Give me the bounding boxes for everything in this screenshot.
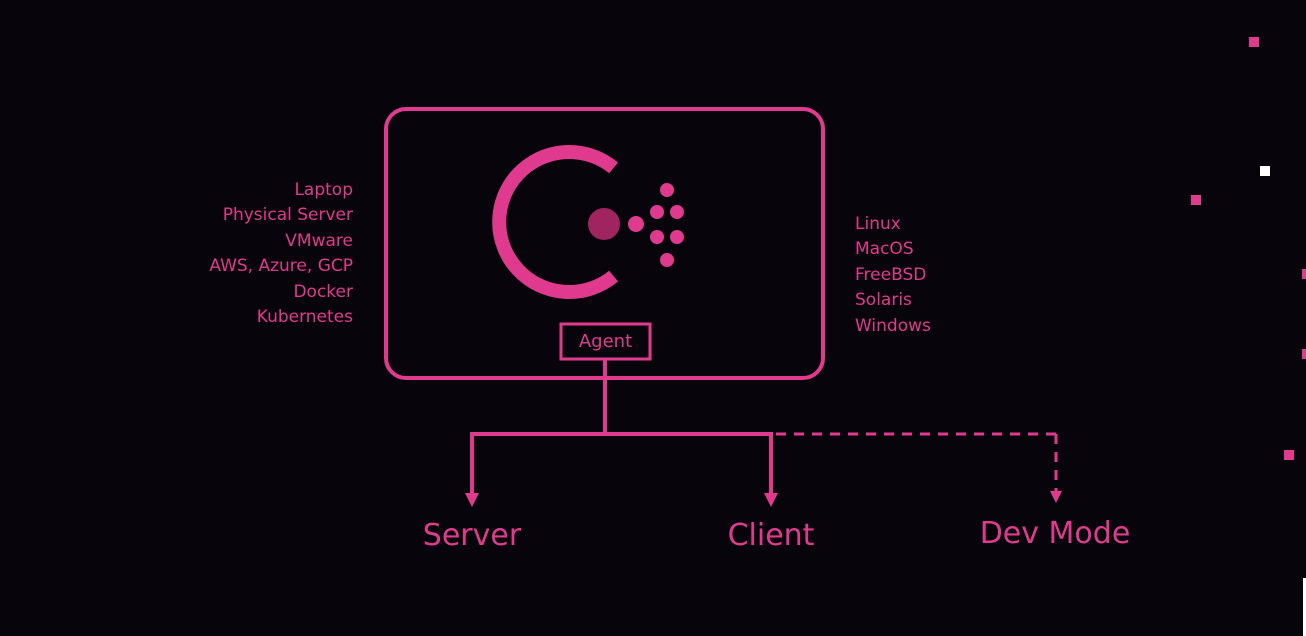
consul-logo-icon xyxy=(492,145,684,299)
server-arrowhead xyxy=(465,493,479,507)
decor-square xyxy=(1260,166,1270,176)
decor-square xyxy=(1284,450,1294,460)
os-item: Linux xyxy=(855,214,901,234)
os-item: Windows xyxy=(855,315,931,336)
os-item: Solaris xyxy=(855,290,912,311)
platform-item: AWS, Azure, GCP xyxy=(209,256,353,277)
platform-item: VMware xyxy=(285,230,353,251)
platform-list: Laptop Physical Server VMware AWS, Azure… xyxy=(150,178,353,330)
platform-item: Docker xyxy=(293,281,353,302)
decor-square xyxy=(1302,349,1306,359)
decorative-dots xyxy=(1191,37,1306,636)
platform-item: Physical Server xyxy=(222,205,353,226)
dev-mode-label: Dev Mode xyxy=(979,516,1131,551)
client-label: Client xyxy=(727,518,815,553)
agent-box xyxy=(559,322,652,361)
client-arrowhead xyxy=(764,493,778,507)
server-label: Server xyxy=(422,518,522,553)
decor-square xyxy=(1249,37,1259,47)
decor-square xyxy=(1302,269,1306,279)
decor-square xyxy=(1191,195,1201,205)
connector-lines xyxy=(470,360,773,494)
platform-item: Kubernetes xyxy=(256,307,353,328)
agent-label: Agent xyxy=(578,331,633,352)
os-list: Linux MacOS FreeBSD Solaris Windows xyxy=(855,212,1055,339)
dev-mode-connector xyxy=(776,432,1058,492)
platform-item: Laptop xyxy=(294,180,353,200)
dev-mode-arrowhead xyxy=(1050,491,1062,503)
os-item: MacOS xyxy=(855,239,914,260)
decor-square xyxy=(1303,578,1306,636)
os-item: FreeBSD xyxy=(855,264,927,285)
arrowheads xyxy=(465,491,1062,507)
